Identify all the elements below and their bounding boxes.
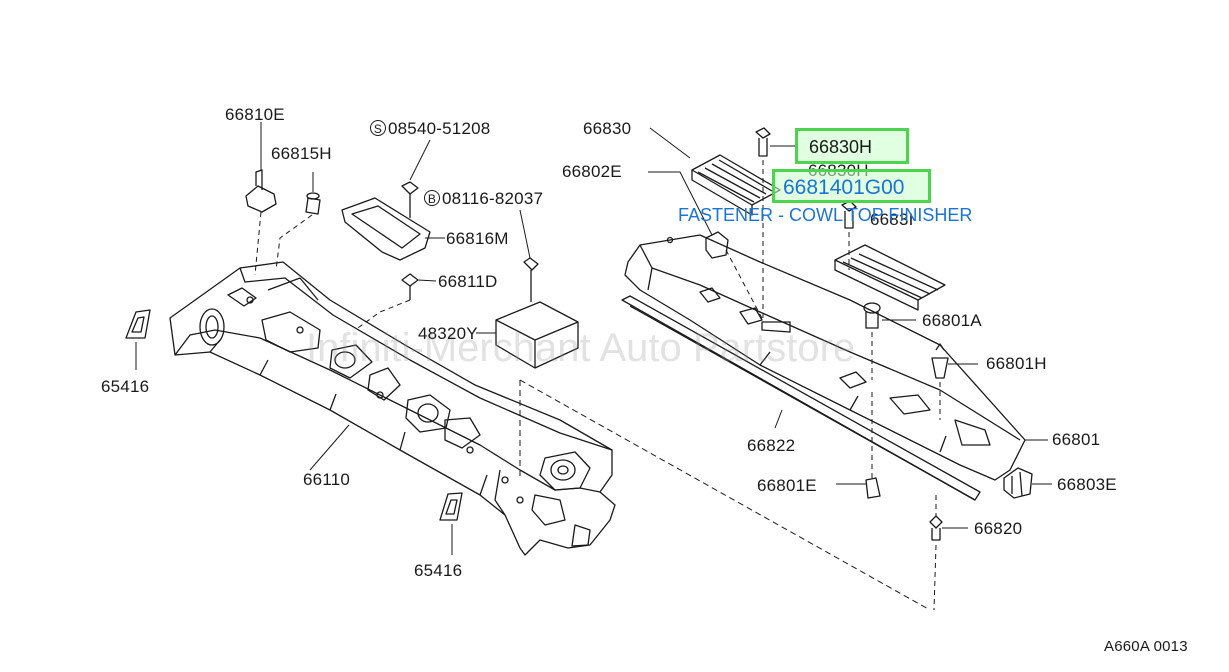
label-66801: 66801 bbox=[1052, 430, 1101, 449]
grommet-65416-left bbox=[125, 309, 151, 370]
clip-66801E bbox=[836, 392, 881, 499]
label-66810E: 66810E bbox=[225, 105, 285, 124]
grommet-65416-bottom bbox=[439, 492, 463, 555]
label-66815H: 66815H bbox=[271, 144, 332, 163]
clip-66810E bbox=[245, 122, 277, 276]
label-66801E: 66801E bbox=[757, 476, 817, 495]
clip-66801H bbox=[931, 343, 978, 420]
label-65416-left: 65416 bbox=[101, 377, 150, 396]
clip-66802E bbox=[648, 171, 765, 323]
figure-code: A660A 0013 bbox=[1104, 638, 1188, 655]
bolt-08116-82037 bbox=[519, 209, 539, 302]
part-description: FASTENER - COWL TOP FINISHER bbox=[678, 205, 973, 225]
label-66830: 66830 bbox=[583, 119, 632, 138]
label-66820: 66820 bbox=[974, 519, 1023, 538]
label-65416-bottom: 65416 bbox=[414, 561, 463, 580]
callout-66830H-text: 66830H bbox=[809, 137, 873, 157]
clip-66811D bbox=[354, 273, 437, 331]
label-66110: 66110 bbox=[303, 470, 351, 489]
s-mark-icon: S bbox=[370, 120, 386, 136]
fastener-66830H-top bbox=[755, 127, 798, 318]
cowl-top-66801 bbox=[624, 234, 1048, 481]
seal-66803E bbox=[1003, 467, 1052, 499]
unit-48320Y bbox=[476, 301, 931, 611]
part-number-text: 08116-82037 bbox=[442, 189, 544, 208]
clip-66801A bbox=[863, 302, 916, 380]
clip-66820 bbox=[929, 495, 968, 611]
callout-66830H[interactable]: 66830H bbox=[795, 128, 909, 164]
label-48320Y: 48320Y bbox=[418, 324, 478, 343]
seal-66822 bbox=[621, 295, 981, 501]
label-66802E: 66802E bbox=[562, 162, 622, 181]
label-66801H: 66801H bbox=[986, 354, 1047, 373]
cowl-panel-66110 bbox=[169, 261, 616, 556]
clip-66815H bbox=[275, 172, 321, 271]
finisher-6683I bbox=[834, 244, 946, 311]
label-6683I: 6683I bbox=[870, 210, 914, 229]
label-66811D: 66811D bbox=[438, 272, 498, 291]
b-mark-icon: B bbox=[424, 190, 440, 206]
label-66803E: 66803E bbox=[1057, 475, 1117, 494]
callout-part-number-text: 6681401G00 bbox=[783, 176, 905, 199]
part-number-text: 08540-51208 bbox=[388, 119, 491, 138]
bracket-66816M bbox=[341, 197, 445, 261]
label-66801A: 66801A bbox=[922, 311, 982, 330]
label-66822: 66822 bbox=[747, 436, 796, 455]
watermark: Infiniti-Merchant Auto Partstore bbox=[306, 326, 856, 370]
label-66816M: 66816M bbox=[446, 229, 509, 248]
callout-part-number[interactable]: 6681401G00 bbox=[772, 169, 931, 203]
screw-08540-51208 bbox=[401, 139, 431, 218]
